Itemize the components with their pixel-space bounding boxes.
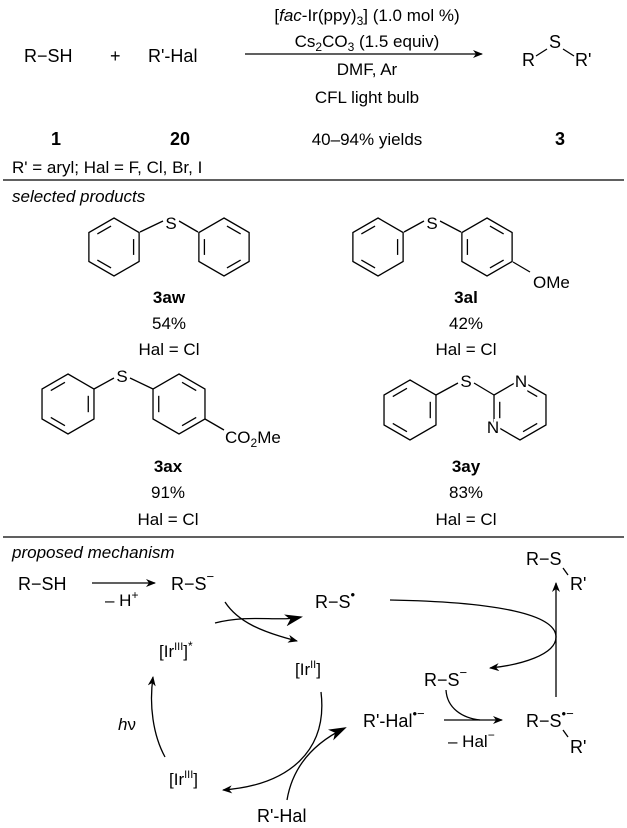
sulfur-atom: S bbox=[426, 214, 437, 233]
mech-thiyl-radical: R−S• bbox=[315, 587, 356, 612]
catalyst-condition: [fac-Ir(ppy)3] (1.0 mol %) bbox=[274, 6, 459, 28]
mech-thiolate-2: R−S− bbox=[424, 665, 467, 690]
compound-id: 3ay bbox=[452, 457, 481, 476]
mech-thiolate: R−S− bbox=[171, 569, 214, 594]
compound-label-20: 20 bbox=[170, 129, 190, 149]
sulfur-atom: S bbox=[165, 214, 176, 233]
ir3-excited-to-thiyl-arrow bbox=[214, 614, 303, 627]
compound-id: 3aw bbox=[153, 288, 186, 307]
product-3al: S OMe 3al 42% Hal = Cl bbox=[403, 212, 570, 359]
mech-final-product: R−S bbox=[526, 549, 562, 569]
base-condition: Cs2CO3 (1.5 equiv) bbox=[295, 32, 440, 54]
benzene-ring bbox=[152, 373, 206, 435]
methoxy-group: OMe bbox=[533, 273, 570, 292]
compound-label-1: 1 bbox=[51, 129, 61, 149]
yield: 83% bbox=[449, 483, 483, 502]
benzene-ring bbox=[198, 217, 250, 277]
product-r: R bbox=[522, 50, 535, 70]
mech-ir3: [IrIII] bbox=[169, 769, 198, 789]
product-r-prime: R' bbox=[575, 50, 591, 70]
thiolate-addition-arrow bbox=[445, 689, 481, 721]
double-bond bbox=[392, 387, 408, 398]
mech-adduct: R−S•− bbox=[526, 706, 574, 731]
double-bond bbox=[50, 381, 66, 392]
bond bbox=[562, 48, 575, 57]
double-bond bbox=[226, 225, 241, 235]
mech-ir3-excited: [IrIII]* bbox=[159, 639, 193, 661]
heteroatom-labels: N N bbox=[484, 370, 529, 440]
product-3aw: S 3aw 54% Hal = Cl bbox=[139, 212, 200, 360]
double-bond bbox=[97, 259, 112, 269]
reactant-thiol: R−SH bbox=[24, 46, 73, 66]
nitrogen-atom: N bbox=[515, 372, 527, 391]
product-structure: R S R' bbox=[522, 32, 591, 70]
halide: Hal = Cl bbox=[436, 340, 497, 359]
double-bond bbox=[97, 225, 112, 235]
mech-ir2: [IrII] bbox=[295, 659, 321, 679]
solvent-condition: DMF, Ar bbox=[337, 60, 398, 79]
benzene-ring bbox=[383, 379, 437, 441]
photoexcitation-arrow bbox=[147, 676, 166, 758]
section-title-mechanism: proposed mechanism bbox=[11, 543, 175, 562]
deprotonation-label: – H+ bbox=[105, 588, 138, 610]
yield: 42% bbox=[449, 314, 483, 333]
double-bond bbox=[361, 259, 376, 269]
compound-id: 3al bbox=[454, 288, 478, 307]
ir2-to-ir3-arrow bbox=[222, 691, 323, 794]
mech-thiol: R−SH bbox=[18, 574, 67, 594]
benzene-ring bbox=[461, 217, 513, 277]
bond bbox=[562, 729, 569, 738]
plus-sign: + bbox=[110, 46, 121, 66]
mech-radical-anion: R'-Hal•− bbox=[363, 706, 425, 731]
double-bond bbox=[522, 422, 538, 433]
bond bbox=[562, 567, 569, 576]
benzene-ring bbox=[88, 217, 140, 277]
nitrogen-atom: N bbox=[487, 418, 499, 437]
light-hv: hν bbox=[118, 715, 136, 734]
halide-loss-label: – Hal− bbox=[448, 728, 495, 751]
product-3ay: S 3ay 83% Hal = Cl bbox=[436, 370, 497, 530]
pyrimidine-ring bbox=[493, 379, 547, 441]
double-bond bbox=[489, 225, 504, 235]
halide: Hal = Cl bbox=[139, 340, 200, 359]
compound-id: 3ax bbox=[154, 457, 183, 476]
aryl-halide-reduction-arrow bbox=[286, 727, 347, 801]
section-title-products: selected products bbox=[12, 187, 146, 206]
double-bond bbox=[522, 387, 538, 398]
ester-group: CO2Me bbox=[225, 428, 281, 450]
halide: Hal = Cl bbox=[138, 510, 199, 529]
bond bbox=[535, 48, 548, 57]
thiolate-to-ir2-arrow bbox=[224, 601, 298, 643]
light-condition: CFL light bulb bbox=[315, 88, 419, 107]
halide: Hal = Cl bbox=[436, 510, 497, 529]
thiyl-radical-arrow bbox=[389, 599, 557, 672]
double-bond bbox=[181, 416, 197, 427]
double-bond bbox=[489, 259, 504, 269]
product-s: S bbox=[549, 32, 561, 52]
ring-structures bbox=[41, 217, 547, 441]
reactant-aryl-halide: R'-Hal bbox=[148, 46, 197, 66]
scope-note: R' = aryl; Hal = F, Cl, Br, I bbox=[12, 158, 202, 177]
double-bond bbox=[361, 225, 376, 235]
adduct-r-prime: R' bbox=[570, 737, 586, 757]
double-bond bbox=[50, 416, 66, 427]
mech-aryl-halide: R'-Hal bbox=[257, 806, 306, 826]
double-bond bbox=[226, 259, 241, 269]
double-bond bbox=[392, 422, 408, 433]
yield: 54% bbox=[152, 314, 186, 333]
yield-range: 40–94% yields bbox=[312, 130, 423, 149]
sulfur-atom: S bbox=[460, 372, 471, 391]
benzene-ring bbox=[352, 217, 404, 277]
benzene-ring bbox=[41, 373, 95, 435]
compound-label-3: 3 bbox=[555, 129, 565, 149]
product-3ax: S CO2Me 3ax 91% Hal = Cl bbox=[93, 365, 281, 529]
double-bond bbox=[181, 381, 197, 392]
yield: 91% bbox=[151, 483, 185, 502]
sulfur-atom: S bbox=[116, 367, 127, 386]
final-r-prime: R' bbox=[570, 574, 586, 594]
